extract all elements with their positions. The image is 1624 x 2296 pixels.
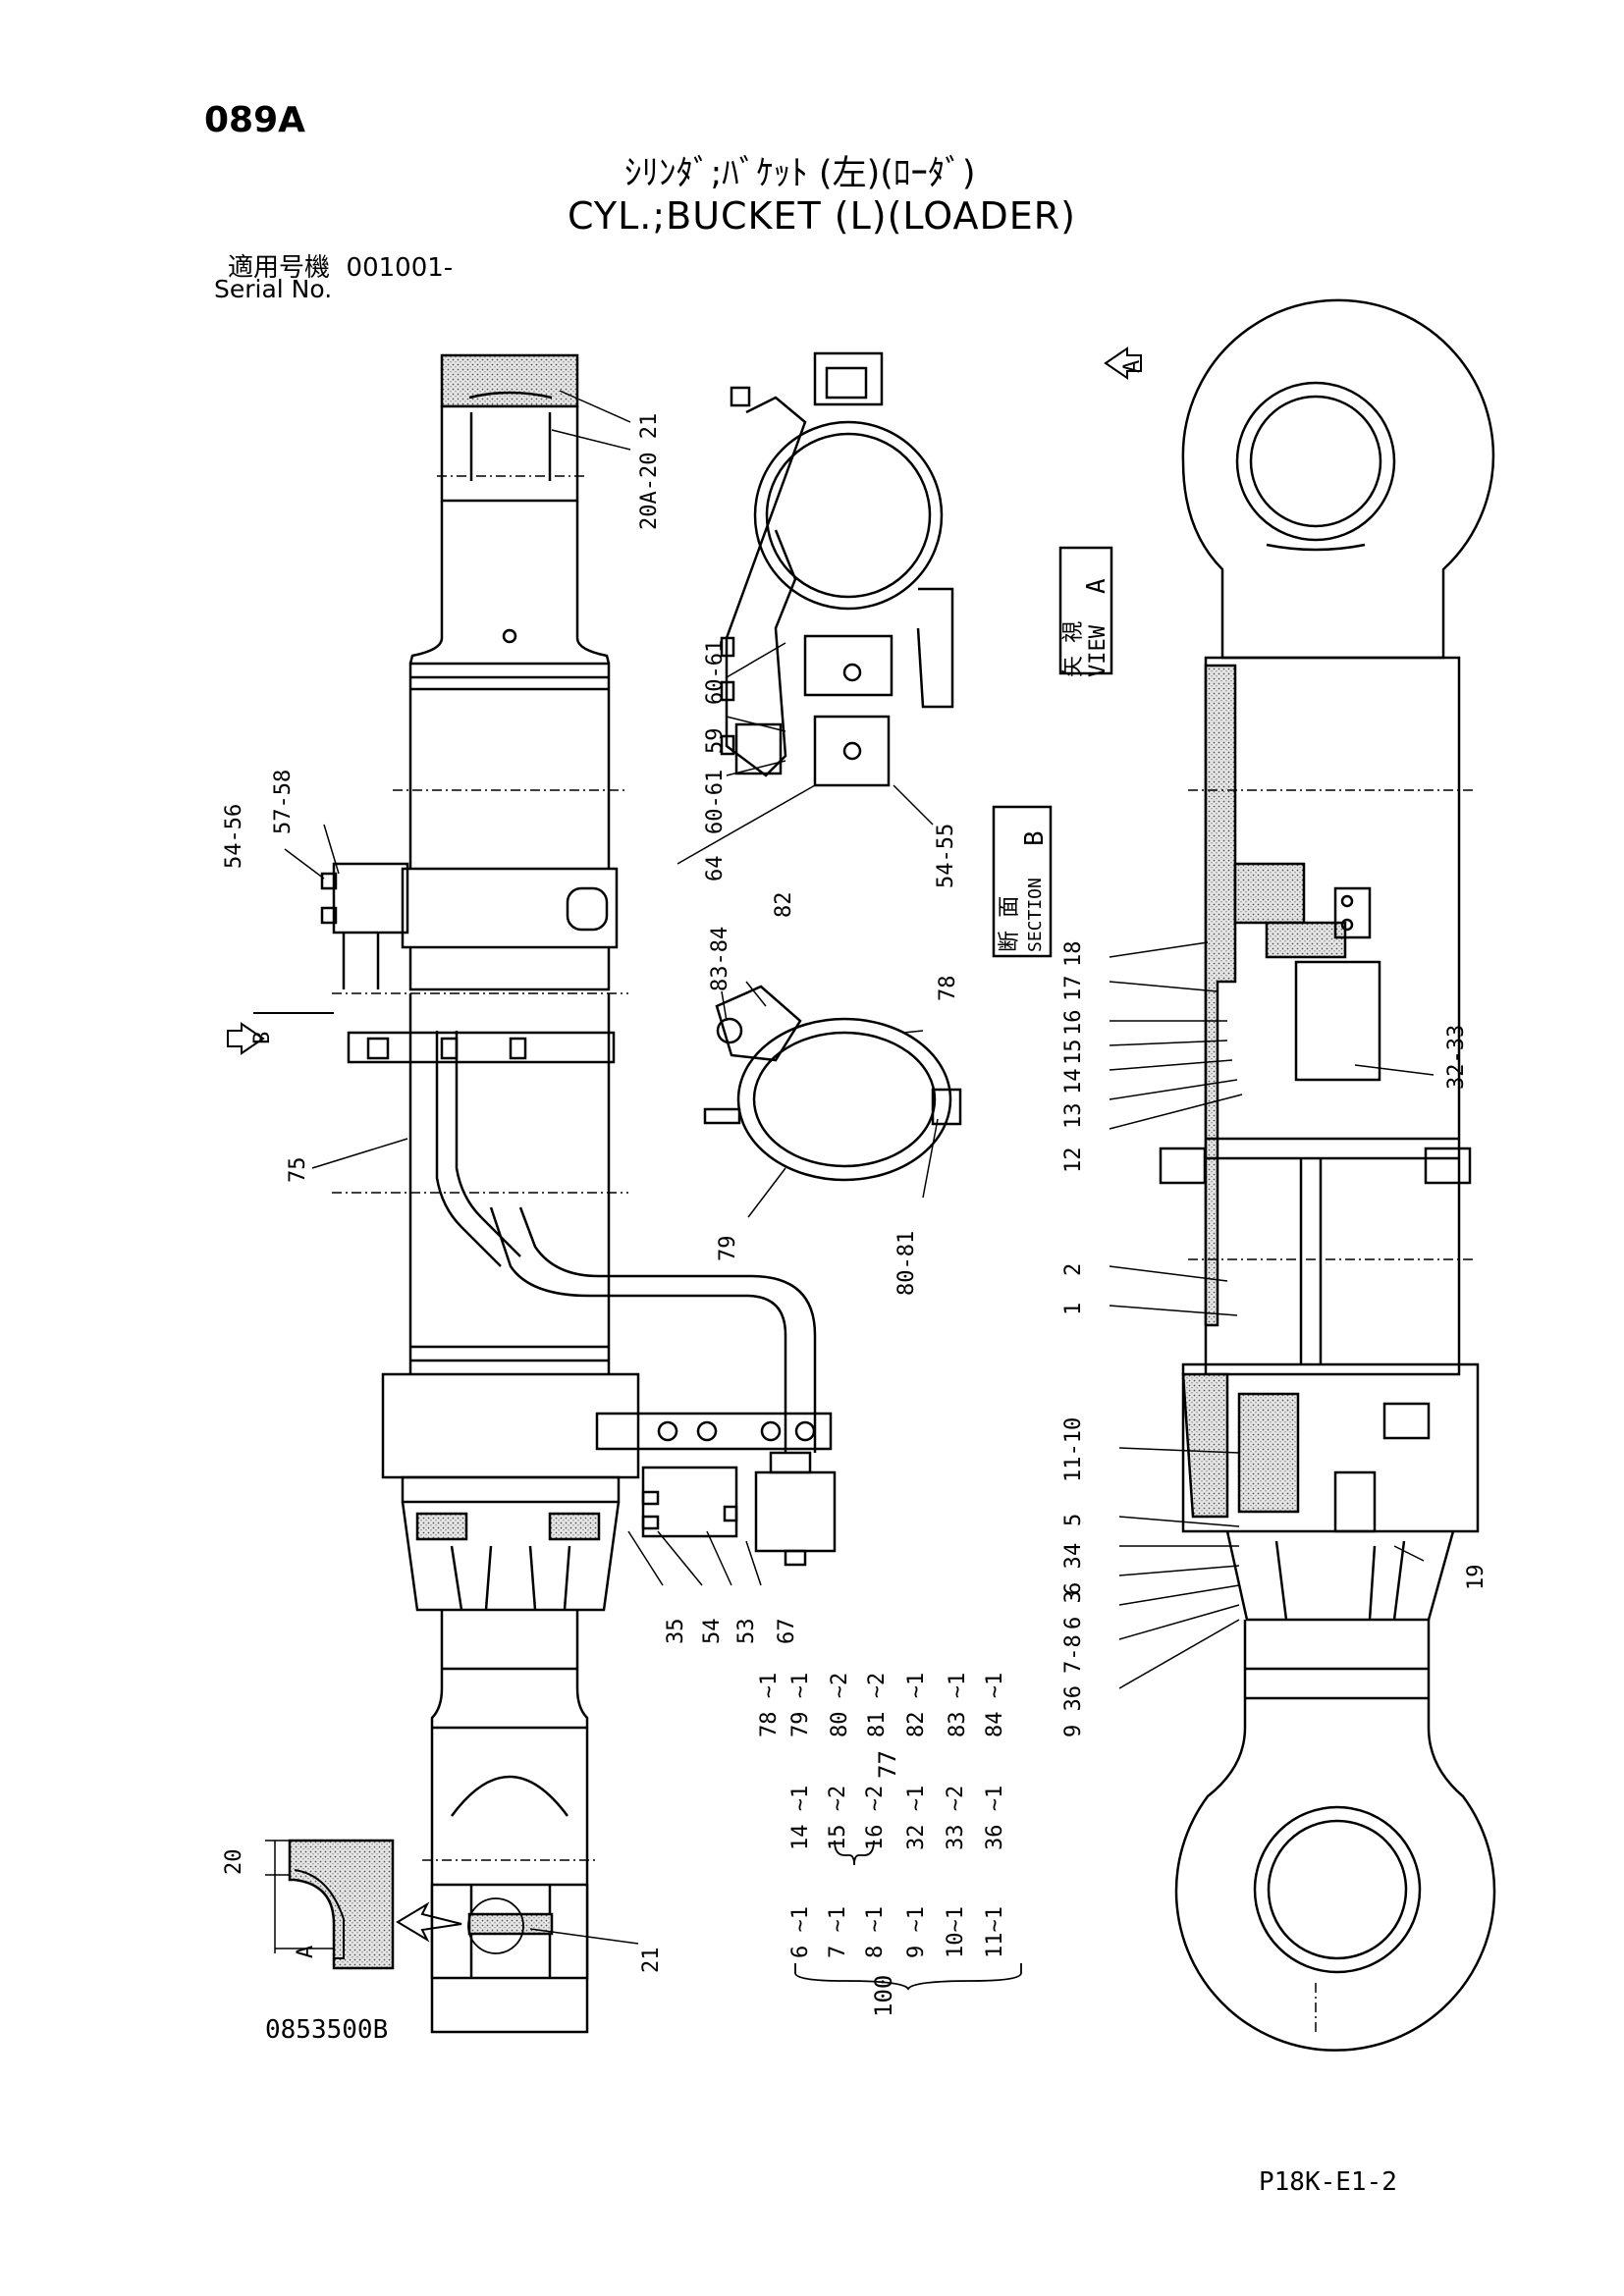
kit-77-item: 82 ~1 <box>904 1673 929 1737</box>
callout-1: 1 <box>1061 1303 1086 1315</box>
serial-label-jp: 適用号機 001001- <box>228 247 453 284</box>
kit-77-item: 84 ~1 <box>983 1673 1007 1737</box>
view-a-label-jp: 矢 視 <box>1061 621 1086 677</box>
callout-35: 35 <box>664 1619 688 1645</box>
kit-100-item: 33 ~2 <box>944 1786 968 1850</box>
view-a-label-en: VIEW <box>1086 624 1110 677</box>
callout-19: 19 <box>1464 1565 1489 1591</box>
section-b-box <box>992 805 1053 958</box>
callout-83-84: 83-84 <box>708 927 732 991</box>
page-reference: P18K-E1-2 <box>1259 2167 1397 2197</box>
kit-100-item: 16 ~2 <box>863 1786 888 1850</box>
callout-54: 54 <box>700 1619 725 1645</box>
kit-77-item: 78 ~1 <box>757 1673 782 1737</box>
serial-label-en: Serial No. <box>214 275 333 303</box>
callout-12: 12 <box>1061 1148 1086 1174</box>
section-b-label-en: SECTION <box>1025 878 1046 952</box>
kit-100-number: 100 <box>870 1975 897 2017</box>
callout-32-33: 32-33 <box>1444 1025 1469 1090</box>
kit-100-brace <box>794 1963 1022 1991</box>
callout-75: 75 <box>286 1157 310 1184</box>
right-cylinder-section <box>1159 298 1496 2052</box>
kit-100-item: 36 ~1 <box>983 1786 1007 1850</box>
arrow-b-letter: B <box>250 1032 275 1044</box>
callout-79: 79 <box>716 1236 740 1262</box>
section-b-clamp <box>720 351 954 787</box>
kit-77-item: 81 ~2 <box>865 1673 890 1737</box>
kit-100-item: 10~1 <box>944 1906 968 1958</box>
serial-value: 001001- <box>346 253 454 283</box>
callout-20a-20-21: 20A-20 21 <box>637 413 662 530</box>
arrow-a-letter: A <box>1120 360 1145 373</box>
callout-60-61-mid: 60-61 <box>703 770 728 834</box>
callout-59: 59 <box>703 728 728 755</box>
view-a-box <box>1058 546 1113 675</box>
callout-54-56: 54-56 <box>222 804 246 869</box>
view-a-letter: A <box>1082 578 1111 594</box>
page-id: 089A <box>204 100 306 140</box>
arrow-a-icon <box>1104 347 1142 380</box>
arrow-b-icon <box>227 1022 265 1055</box>
kit-77-item: 79 ~1 <box>788 1673 813 1737</box>
callout-15: 15 <box>1061 1040 1086 1066</box>
kit-77-number: 77 <box>874 1750 901 1779</box>
kit-77-item: 83 ~1 <box>946 1673 970 1737</box>
left-cylinder <box>320 353 837 2034</box>
callout-5: 5 <box>1061 1514 1086 1526</box>
section-b-letter: B <box>1020 830 1050 846</box>
callout-13: 13 <box>1061 1103 1086 1130</box>
callout-14: 14 <box>1061 1069 1086 1095</box>
callout-16: 16 <box>1061 1010 1086 1037</box>
callout-57-58: 57-58 <box>271 770 296 834</box>
callout-18: 18 <box>1061 941 1086 968</box>
title-english: CYL.;BUCKET (L)(LOADER) <box>568 194 1076 238</box>
kit-100-item: 14 ~1 <box>788 1786 813 1850</box>
callout-60-61-top: 60-61 <box>703 640 728 705</box>
callout-67: 67 <box>775 1619 799 1645</box>
callout-20: 20 <box>222 1849 246 1876</box>
callout-9-36: 9 36 <box>1061 1685 1086 1737</box>
kit-100-item: 7 ~1 <box>826 1906 850 1958</box>
callout-80-81: 80-81 <box>894 1231 919 1296</box>
kit-100-item: 15 ~2 <box>826 1786 850 1850</box>
drawing-number: 0853500B <box>265 2015 389 2045</box>
callout-54-55: 54-55 <box>934 824 958 888</box>
callout-53: 53 <box>734 1619 759 1645</box>
leader-lines <box>284 390 1435 1945</box>
detail-view-a <box>265 1839 395 1970</box>
callout-17: 17 <box>1061 976 1086 1002</box>
kit-77-brace <box>834 1840 875 1866</box>
callout-7-8: 7-8 <box>1061 1634 1086 1674</box>
callout-2: 2 <box>1061 1263 1086 1276</box>
kit-77-item: 80 ~2 <box>828 1673 852 1737</box>
callout-11-10: 11-10 <box>1061 1417 1086 1482</box>
section-b-label-jp: 断 面 <box>998 896 1022 952</box>
callout-21: 21 <box>639 1948 664 1974</box>
kit-100-item: 9 ~1 <box>904 1906 929 1958</box>
kit-100-item: 32 ~1 <box>904 1786 929 1850</box>
callout-6-3b: 6 3 <box>1061 1590 1086 1629</box>
detail-a-letter: A <box>294 1946 318 1958</box>
callout-78: 78 <box>936 976 960 1002</box>
kit-100-item: 8 ~1 <box>863 1906 888 1958</box>
clamp-78 <box>703 985 962 1182</box>
callout-4: 4 <box>1061 1543 1086 1556</box>
serial-label-jp-text: 適用号機 <box>228 253 331 283</box>
kit-100-item: 6 ~1 <box>788 1906 813 1958</box>
callout-6-3: 6 3 <box>1061 1556 1086 1595</box>
callout-64: 64 <box>703 856 728 882</box>
kit-100-item: 11~1 <box>983 1906 1007 1958</box>
callout-82: 82 <box>772 892 796 919</box>
title-japanese: ｼﾘﾝﾀﾞ;ﾊﾞｹｯﾄ (左)(ﾛｰﾀﾞ) <box>624 154 976 193</box>
